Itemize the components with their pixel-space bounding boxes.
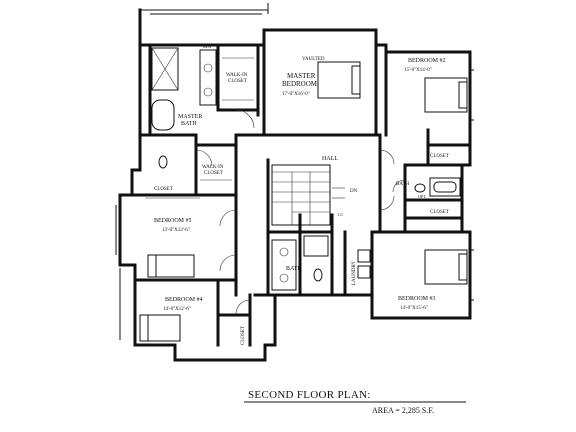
- hall-label: HALL: [322, 156, 338, 162]
- master-bedroom-name2: BEDROOM: [282, 80, 318, 88]
- windows: [115, 69, 474, 340]
- opt-label: OPT.: [418, 194, 426, 199]
- master-bedroom-name: MASTER: [287, 72, 316, 80]
- bath-right-label: BATH: [396, 182, 409, 187]
- closet-b2-label-text: CLOSET: [430, 154, 449, 159]
- lc-label: LC: [338, 212, 343, 217]
- bedroom5-label: BEDROOM #5: [154, 218, 192, 224]
- dn-label: DN: [350, 189, 358, 194]
- bath-center-label: BATH: [286, 266, 302, 272]
- door-swings: [195, 109, 406, 315]
- furniture-beds: [139, 61, 468, 342]
- title-block: SECOND FLOOR PLAN: AREA = 2,285 S.F.: [244, 389, 466, 415]
- master-bedroom-dims: 17'-0"X16'-0": [282, 92, 310, 97]
- walk-in-closet-2-label: WALK-IN: [202, 165, 224, 170]
- plan-title: SECOND FLOOR PLAN:: [248, 389, 371, 401]
- walk-in-closet-master-label: WALK-IN: [226, 73, 248, 78]
- room-labels: VAULTED MASTER BEDROOM 17'-0"X16'-0" WAL…: [154, 45, 449, 345]
- walk-in-closet-2-label2: CLOSET: [204, 171, 223, 176]
- bedroom2-dims: 15'-0"X14'-0": [404, 68, 432, 73]
- staircase: [271, 164, 345, 226]
- plan-area: AREA = 2,285 S.F.: [372, 406, 434, 415]
- bedroom3-dims: 14'-0"X15'-6": [400, 306, 428, 311]
- laundry-label: LAUNDRY: [352, 260, 357, 285]
- bedroom4-dims: 14'-0"X12'-6": [163, 307, 191, 312]
- master-bedroom-note: VAULTED: [302, 57, 325, 62]
- walk-in-closet-master-label2: CLOSET: [228, 79, 247, 84]
- bedroom5-dims: 13'-0"X12'-6": [162, 228, 190, 233]
- master-bath-label2: BATH: [181, 121, 197, 127]
- interior-walls: [130, 43, 472, 347]
- closet-b4-label: CLOSET: [241, 326, 246, 345]
- bedroom4-label: BEDROOM #4: [165, 297, 203, 303]
- bedroom3-label: BEDROOM #3: [398, 296, 436, 302]
- master-bath-label: MASTER: [178, 114, 202, 120]
- bedroom2-label: BEDROOM #2: [408, 58, 446, 64]
- closet-b3-label: CLOSET: [430, 210, 449, 215]
- closet-left-label: CLOSET: [154, 187, 173, 192]
- mn-label: MN: [203, 45, 211, 50]
- fixtures: [145, 47, 461, 291]
